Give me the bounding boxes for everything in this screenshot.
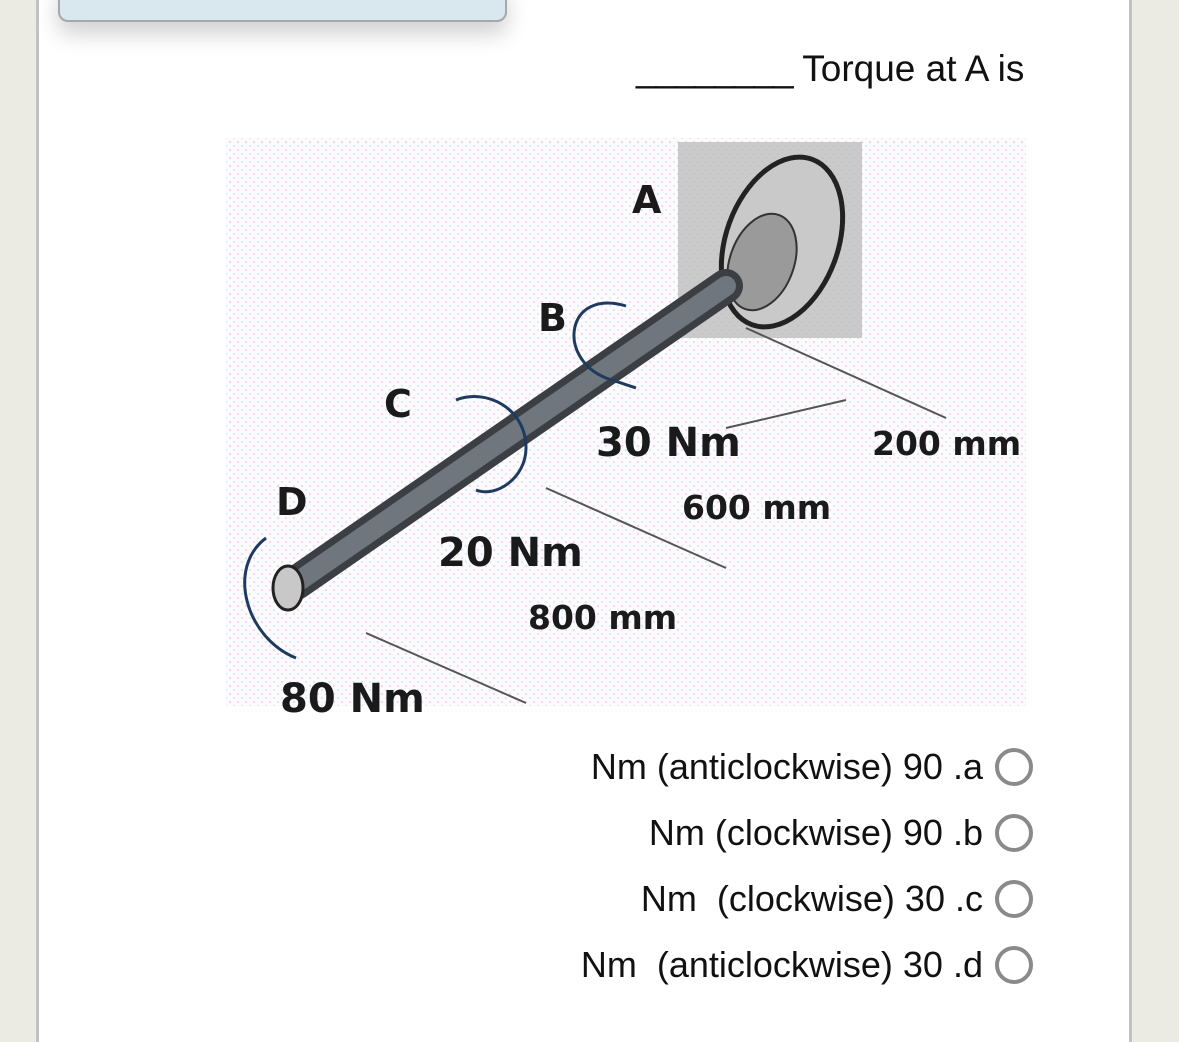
label-d: D <box>276 480 308 524</box>
option-a[interactable]: Nm (anticlockwise) 90 .a <box>581 734 1033 800</box>
label-a: A <box>632 178 662 222</box>
option-c-radio[interactable] <box>995 880 1033 918</box>
answer-options: Nm (anticlockwise) 90 .a Nm (clockwise) … <box>581 734 1033 998</box>
shaft-diagram: A B C D 30 Nm 20 Nm 80 Nm 200 mm 600 mm … <box>226 138 1026 722</box>
option-d-radio[interactable] <box>995 946 1033 984</box>
option-b[interactable]: Nm (clockwise) 90 .b <box>581 800 1033 866</box>
option-c-value: 30 <box>904 878 945 919</box>
option-a-value: 90 <box>902 746 943 787</box>
torque-b: 30 Nm <box>596 420 741 466</box>
option-b-value: 90 <box>902 812 943 853</box>
option-d-text: Nm (anticlockwise) <box>580 944 893 985</box>
dimension-ab: 200 mm <box>872 424 1022 463</box>
question-label: Torque at A is <box>802 48 1025 89</box>
shaft-drawing <box>243 142 947 704</box>
dimension-cd: 800 mm <box>528 598 678 637</box>
label-b: B <box>538 296 567 340</box>
option-c[interactable]: Nm (clockwise) 30 .c <box>581 866 1033 932</box>
option-a-letter: .a <box>952 746 983 787</box>
question-text: ________ Torque at A is <box>636 48 1024 90</box>
option-d-value: 30 <box>902 944 943 985</box>
torque-c: 20 Nm <box>438 530 583 576</box>
torque-d: 80 Nm <box>280 676 425 722</box>
option-a-radio[interactable] <box>995 748 1033 786</box>
option-d[interactable]: Nm (anticlockwise) 30 .d <box>581 932 1033 998</box>
dimension-bc: 600 mm <box>682 488 832 527</box>
option-d-letter: .d <box>952 944 983 985</box>
option-b-radio[interactable] <box>995 814 1033 852</box>
option-b-letter: .b <box>952 812 983 853</box>
option-a-text: Nm (anticlockwise) <box>590 746 893 787</box>
option-b-text: Nm (clockwise) <box>648 812 893 853</box>
option-c-letter: .c <box>954 878 983 919</box>
answer-blank: ________ <box>636 48 794 89</box>
popup-panel <box>58 0 507 22</box>
option-c-text: Nm (clockwise) <box>640 878 895 919</box>
label-c: C <box>384 382 412 426</box>
